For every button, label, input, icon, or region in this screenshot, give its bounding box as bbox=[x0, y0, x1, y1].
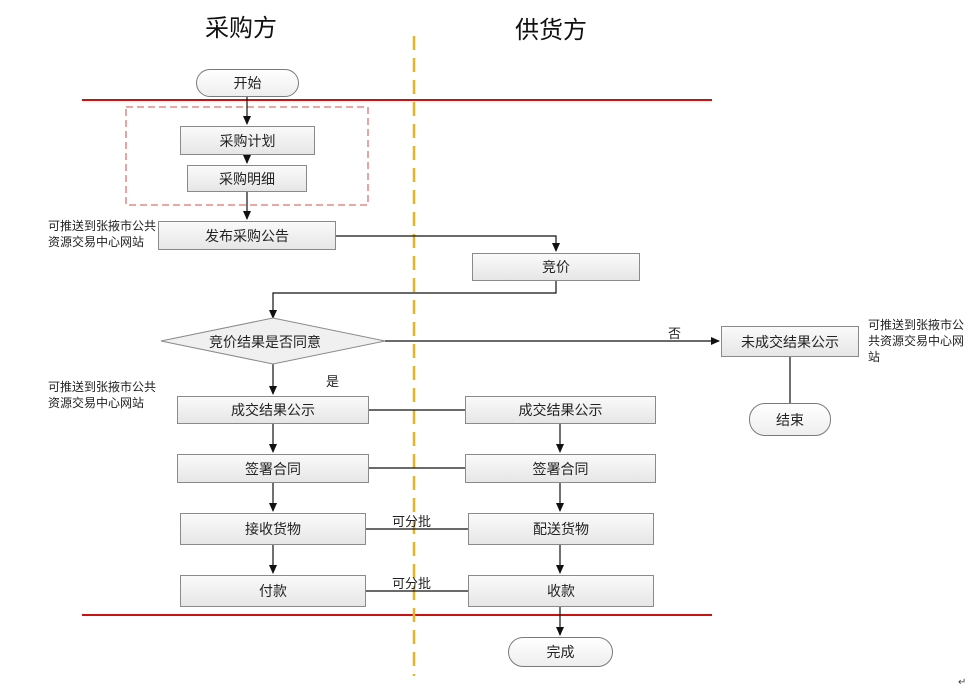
collect-payment-node: 收款 bbox=[468, 575, 654, 607]
end-node: 结束 bbox=[749, 403, 831, 436]
decision-label: 竞价结果是否同意 bbox=[209, 335, 321, 351]
lane-title-buyer: 采购方 bbox=[205, 14, 277, 42]
edge-label-batch-payment: 可分批 bbox=[392, 577, 432, 592]
supplier-sign-contract-node: 签署合同 bbox=[465, 454, 656, 483]
start-node: 开始 bbox=[196, 69, 299, 97]
edge-label-no: 否 bbox=[668, 327, 682, 342]
decision-diamond bbox=[160, 317, 386, 365]
lane-title-supplier: 供货方 bbox=[515, 16, 587, 44]
purchase-plan-node: 采购计划 bbox=[180, 126, 315, 155]
receive-goods-node: 接收货物 bbox=[180, 513, 366, 545]
note-fail-push: 可推送到张掖市公共资源交易中心网站 bbox=[868, 318, 965, 364]
bidding-node: 竞价 bbox=[472, 253, 640, 281]
purchase-detail-node: 采购明细 bbox=[187, 165, 307, 192]
complete-node: 完成 bbox=[508, 637, 613, 667]
edge-label-yes: 是 bbox=[326, 375, 340, 390]
note-result-push: 可推送到张掖市公共资源交易中心网站 bbox=[48, 380, 157, 410]
buyer-deal-result-node: 成交结果公示 bbox=[177, 396, 369, 424]
buyer-sign-contract-node: 签署合同 bbox=[177, 454, 369, 483]
publish-announcement-node: 发布采购公告 bbox=[158, 221, 336, 250]
paragraph-mark-icon: ↵ bbox=[958, 677, 967, 688]
edge-label-batch-delivery: 可分批 bbox=[392, 515, 432, 530]
note-publish-push: 可推送到张掖市公共资源交易中心网站 bbox=[48, 219, 157, 249]
deliver-goods-node: 配送货物 bbox=[468, 513, 654, 545]
no-deal-result-node: 未成交结果公示 bbox=[721, 326, 859, 357]
payment-node: 付款 bbox=[180, 575, 366, 607]
supplier-deal-result-node: 成交结果公示 bbox=[465, 396, 656, 424]
